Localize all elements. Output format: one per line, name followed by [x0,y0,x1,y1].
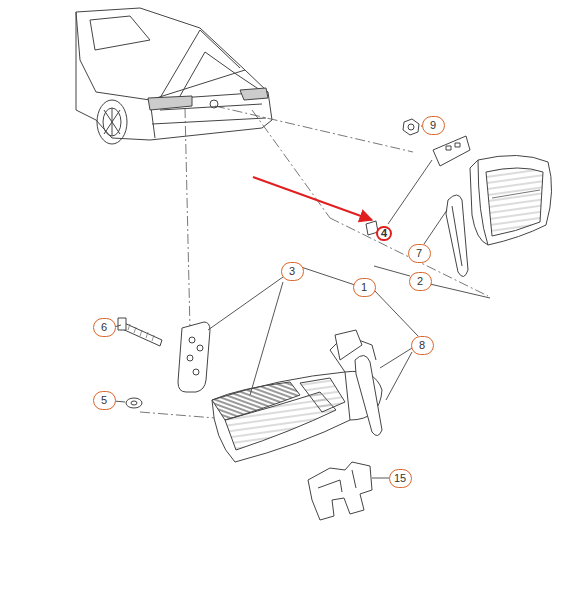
callout-number: 5 [93,391,116,410]
callout-number: 1 [353,278,376,297]
callout-number: 7 [408,244,431,263]
callout-number: 8 [411,336,434,355]
callout-number: 4 [376,226,392,241]
callout-number: 3 [281,262,304,281]
callout-number: 6 [93,318,116,337]
callout-number: 9 [422,116,445,135]
callout-number: 15 [389,469,412,488]
callout-number: 2 [409,272,432,291]
